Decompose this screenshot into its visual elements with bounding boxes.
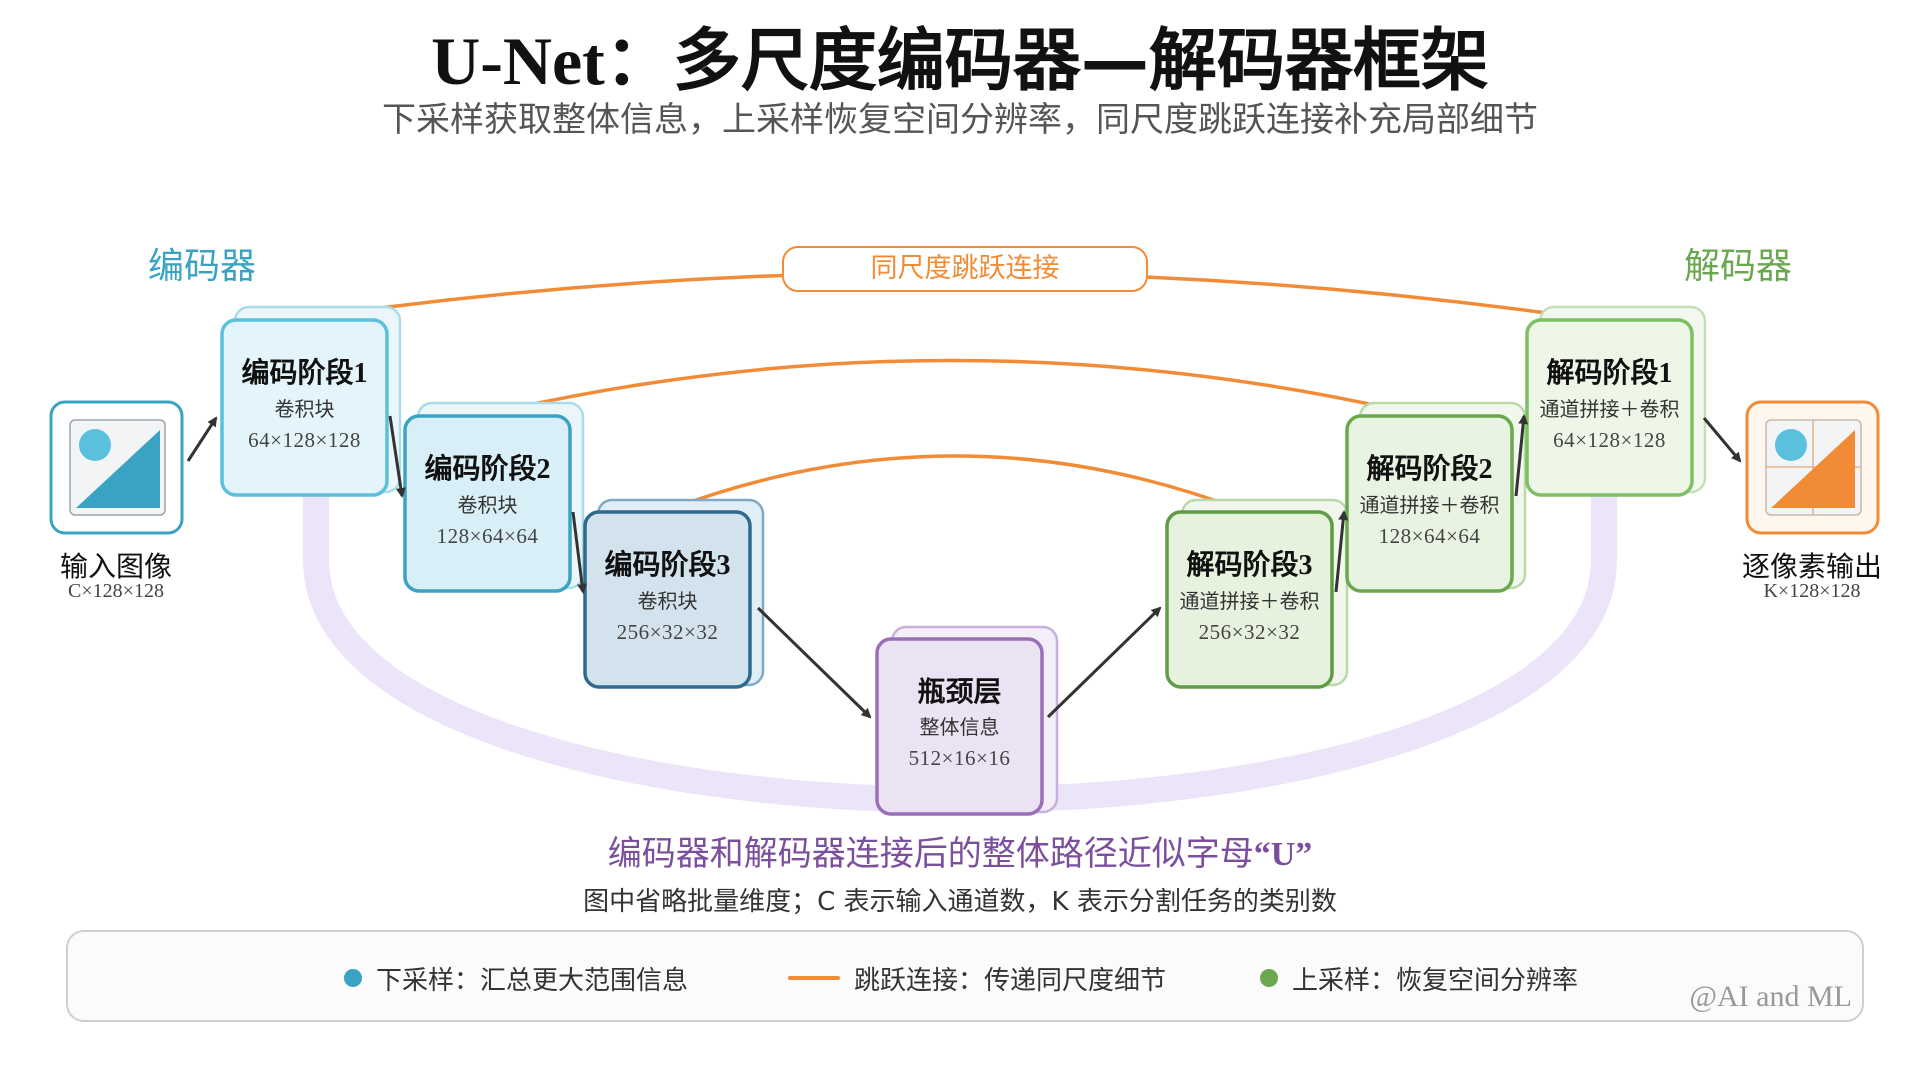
u-caption-quote: “U” [1253, 836, 1313, 873]
encoder-stage-1: 编码阶段1 卷积块 64×128×128 [222, 354, 387, 455]
legend: 下采样：汇总更大范围信息 跳跃连接：传递同尺度细节 上采样：恢复空间分辨率 @A… [66, 930, 1864, 1022]
input-image-icon [49, 400, 184, 535]
stage-operation: 整体信息 [919, 715, 1000, 739]
page-title: U-Net：多尺度编码器—解码器框架 [0, 16, 1920, 107]
skip-connection-2 [487, 358, 1434, 422]
footnote: 图中省略批量维度；C 表示输入通道数，K 表示分割任务的类别数 [583, 887, 1337, 917]
arrow-input-to-enc1 [186, 416, 218, 462]
encoder-section-label: 编码器 [148, 246, 257, 287]
decoder-stage-1: 解码阶段1 通道拼接＋卷积 64×128×128 [1520, 354, 1699, 455]
upsample-dot-icon [1260, 969, 1278, 987]
stage-shape: 64×128×128 [1553, 428, 1666, 452]
arrow-enc2-to-enc3 [571, 511, 587, 594]
arrow-bottleneck-to-dec3 [1046, 606, 1162, 719]
stage-number: 1 [353, 358, 368, 389]
legend-upsample-label: 上采样：恢复空间分辨率 [1292, 965, 1579, 996]
output-image-icon [1745, 400, 1880, 535]
stage-operation: 通道拼接＋卷积 [1539, 397, 1680, 421]
stage-operation: 卷积块 [637, 589, 698, 613]
legend-downsample: 下采样：汇总更大范围信息 [344, 932, 688, 1024]
stage-shape: 256×32×32 [1198, 620, 1301, 644]
stage-number: 1 [1658, 358, 1673, 389]
stage-shape: 64×128×128 [248, 428, 361, 452]
input-shape: C×128×128 [68, 580, 164, 602]
arrow-dec1-to-output [1702, 417, 1742, 463]
decoder-section-label: 解码器 [1684, 246, 1793, 287]
downsample-dot-icon [344, 969, 362, 987]
legend-upsample: 上采样：恢复空间分辨率 [1260, 932, 1578, 1024]
stage-shape: 128×64×64 [1378, 524, 1481, 548]
stage-number: 3 [1298, 550, 1313, 581]
stage-shape: 512×16×16 [908, 746, 1011, 770]
stage-name: 解码阶段 [1366, 452, 1479, 485]
u-shape-caption: 编码器和解码器连接后的整体路径近似字母“U” [0, 832, 1920, 877]
encoder-stage-2: 编码阶段2 卷积块 128×64×64 [405, 450, 570, 551]
legend-skip: 跳跃连接：传递同尺度细节 [788, 932, 1166, 1024]
output-label: 逐像素输出 [1741, 550, 1882, 583]
decoder-stage-3: 解码阶段3 通道拼接＋卷积 256×32×32 [1160, 546, 1339, 647]
title-rest: ：多尺度编码器—解码器框架 [604, 22, 1489, 101]
decoder-stage-2-box [1345, 401, 1527, 593]
stage-shape: 128×64×64 [436, 524, 539, 548]
arrow-enc3-to-bottleneck [756, 606, 872, 719]
flow-arrows [186, 414, 1742, 719]
bottleneck-box [875, 625, 1059, 816]
stage-name: 编码阶段 [241, 356, 354, 389]
stage-operation: 通道拼接＋卷积 [1179, 589, 1320, 613]
stage-number: 2 [536, 454, 551, 485]
bottleneck-stage: 瓶颈层 整体信息 512×16×16 [877, 673, 1042, 773]
decoder-stage-2: 解码阶段2 通道拼接＋卷积 128×64×64 [1340, 450, 1519, 551]
encoder-stage-3: 编码阶段3 卷积块 256×32×32 [585, 546, 750, 647]
skip-connection-label: 同尺度跳跃连接 [782, 246, 1148, 292]
encoder-stage-2-box [403, 401, 585, 593]
input-label: 输入图像 [59, 550, 172, 583]
u-caption-text: 编码器和解码器连接后的整体路径近似字母 [607, 834, 1254, 874]
stage-shape: 256×32×32 [616, 620, 719, 644]
stage-name: 解码阶段 [1546, 356, 1659, 389]
stage-operation: 卷积块 [457, 493, 518, 517]
skip-line-icon [788, 976, 840, 980]
page-subtitle: 下采样获取整体信息，上采样恢复空间分辨率，同尺度跳跃连接补充局部细节 [382, 100, 1538, 140]
stage-number: 2 [1478, 454, 1493, 485]
stage-name: 编码阶段 [424, 452, 537, 485]
encoder-stage-3-box [583, 498, 765, 689]
stage-name: 解码阶段 [1186, 548, 1299, 581]
decoder-stage-1-box [1525, 305, 1707, 497]
stage-operation: 通道拼接＋卷积 [1359, 493, 1500, 517]
encoder-stage-1-box [220, 305, 402, 497]
decoder-stage-3-box [1165, 498, 1349, 689]
stage-operation: 卷积块 [274, 397, 335, 421]
legend-skip-label: 跳跃连接：传递同尺度细节 [854, 965, 1167, 996]
output-shape: K×128×128 [1763, 580, 1861, 602]
stage-name: 编码阶段 [604, 548, 717, 581]
stage-name: 瓶颈层 [917, 675, 1002, 708]
title-latin: U-Net [431, 23, 605, 99]
legend-downsample-label: 下采样：汇总更大范围信息 [376, 965, 689, 996]
skip-connection-3 [667, 454, 1254, 516]
arrow-dec2-to-dec1 [1514, 414, 1529, 497]
arrow-enc1-to-enc2 [388, 415, 406, 498]
arrow-dec3-to-dec2 [1334, 510, 1349, 593]
watermark: @AI and ML [1689, 980, 1852, 1013]
stage-number: 3 [716, 550, 731, 581]
